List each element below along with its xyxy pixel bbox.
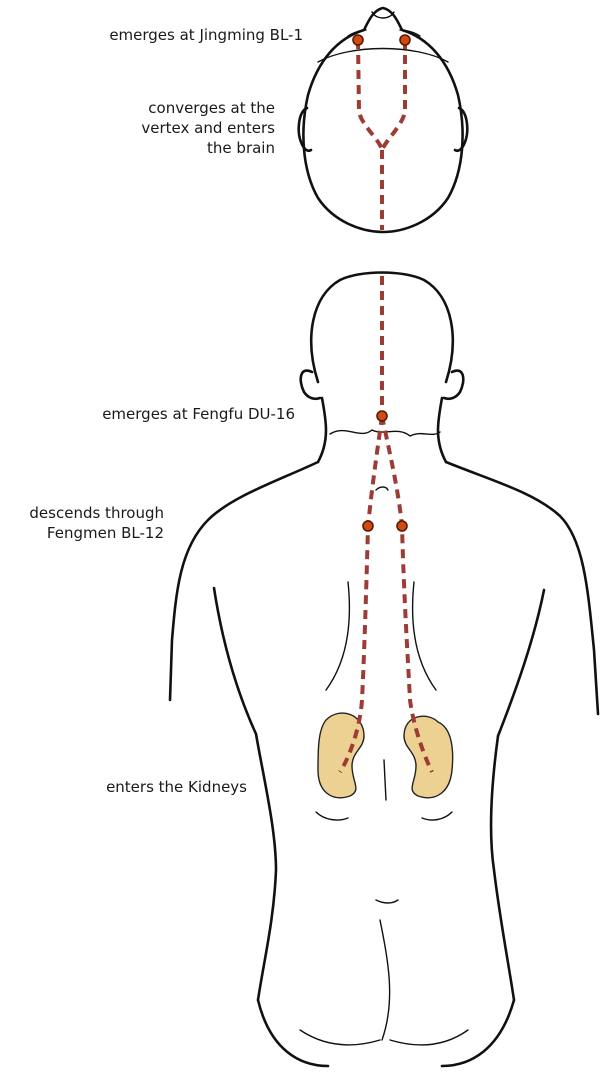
right-kidney — [404, 716, 453, 797]
label-kidneys: enters the Kidneys — [106, 777, 247, 797]
fengmen-point-left — [363, 521, 373, 531]
jingming-point-right — [400, 35, 410, 45]
label-vertex-line-2: vertex and enters — [141, 118, 275, 138]
jingming-point-left — [353, 35, 363, 45]
label-fengmen: descends through Fengmen BL-12 — [29, 503, 164, 543]
channel-pathways — [340, 40, 432, 772]
fengmen-point-right — [397, 521, 407, 531]
fengfu-point — [377, 411, 387, 421]
body-back-view — [170, 273, 598, 1067]
head-channel-right — [382, 40, 405, 150]
label-fengmen-line-2: Fengmen BL-12 — [29, 523, 164, 543]
label-fengfu: emerges at Fengfu DU-16 — [102, 404, 295, 424]
label-jingming: emerges at Jingming BL-1 — [109, 25, 303, 45]
head-channel-left — [358, 40, 382, 150]
label-fengmen-line-1: descends through — [29, 503, 164, 523]
left-kidney — [318, 713, 364, 798]
label-vertex: converges at the vertex and enters the b… — [141, 98, 275, 158]
label-vertex-line-1: converges at the — [141, 98, 275, 118]
label-vertex-line-3: the brain — [141, 138, 275, 158]
